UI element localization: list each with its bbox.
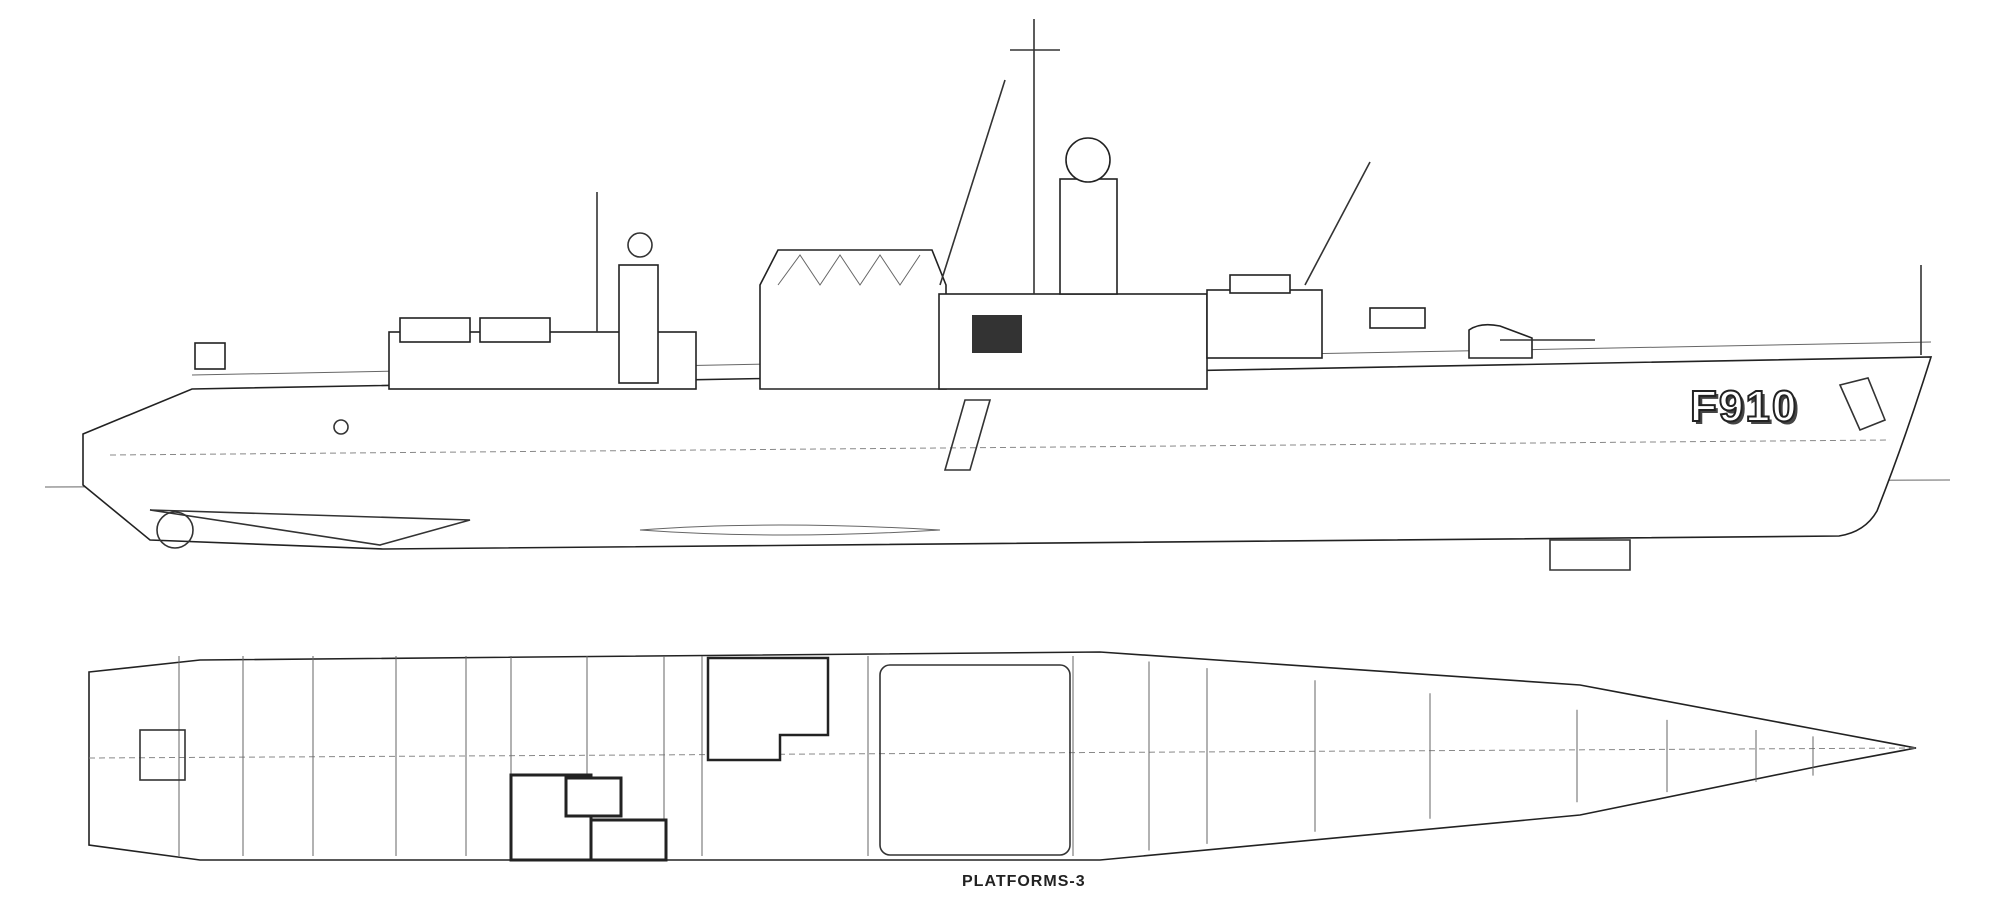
hull-profile (82, 356, 1933, 550)
rudder-shaft (149, 509, 471, 546)
deckhouse-window-grid (972, 315, 1022, 353)
crane-boom (939, 79, 1006, 286)
sonar-dome (1549, 539, 1631, 571)
whip-antenna (1304, 161, 1371, 286)
deck-plan-outline (88, 651, 1917, 861)
bridge-windows (777, 254, 921, 286)
bilge-keel (639, 524, 941, 536)
compartment-block (564, 776, 623, 818)
hull-reference-line (109, 439, 1891, 456)
stern-equipment (139, 729, 186, 781)
compartment-block (589, 818, 668, 862)
propeller (156, 511, 194, 549)
main-mast-tower (1059, 178, 1118, 295)
fire-control-director (627, 232, 653, 258)
hull-number: F910 (1689, 381, 1799, 432)
plan-view (88, 651, 1917, 862)
side-profile-view (44, 19, 1951, 571)
accommodation-ladder (943, 399, 992, 471)
forward-bridge-top (1229, 274, 1291, 294)
bulkheads (178, 656, 1814, 856)
porthole (333, 419, 349, 435)
forward-launcher (1369, 307, 1426, 329)
stern-deckhouse (194, 342, 226, 370)
ops-room (706, 656, 830, 762)
forward-deckhouse (1206, 289, 1323, 359)
drawing-caption: PLATFORMS-3 (962, 873, 1086, 890)
main-gun-turret (1468, 323, 1533, 359)
radar-radome (1065, 137, 1111, 183)
missile-launcher-fwd (479, 317, 551, 343)
centerline (88, 747, 1917, 759)
aft-director-tower (618, 264, 659, 384)
hawse-pipe (1838, 377, 1887, 432)
missile-launcher-aft (399, 317, 471, 343)
helicopter-deck-hangar (879, 664, 1071, 856)
